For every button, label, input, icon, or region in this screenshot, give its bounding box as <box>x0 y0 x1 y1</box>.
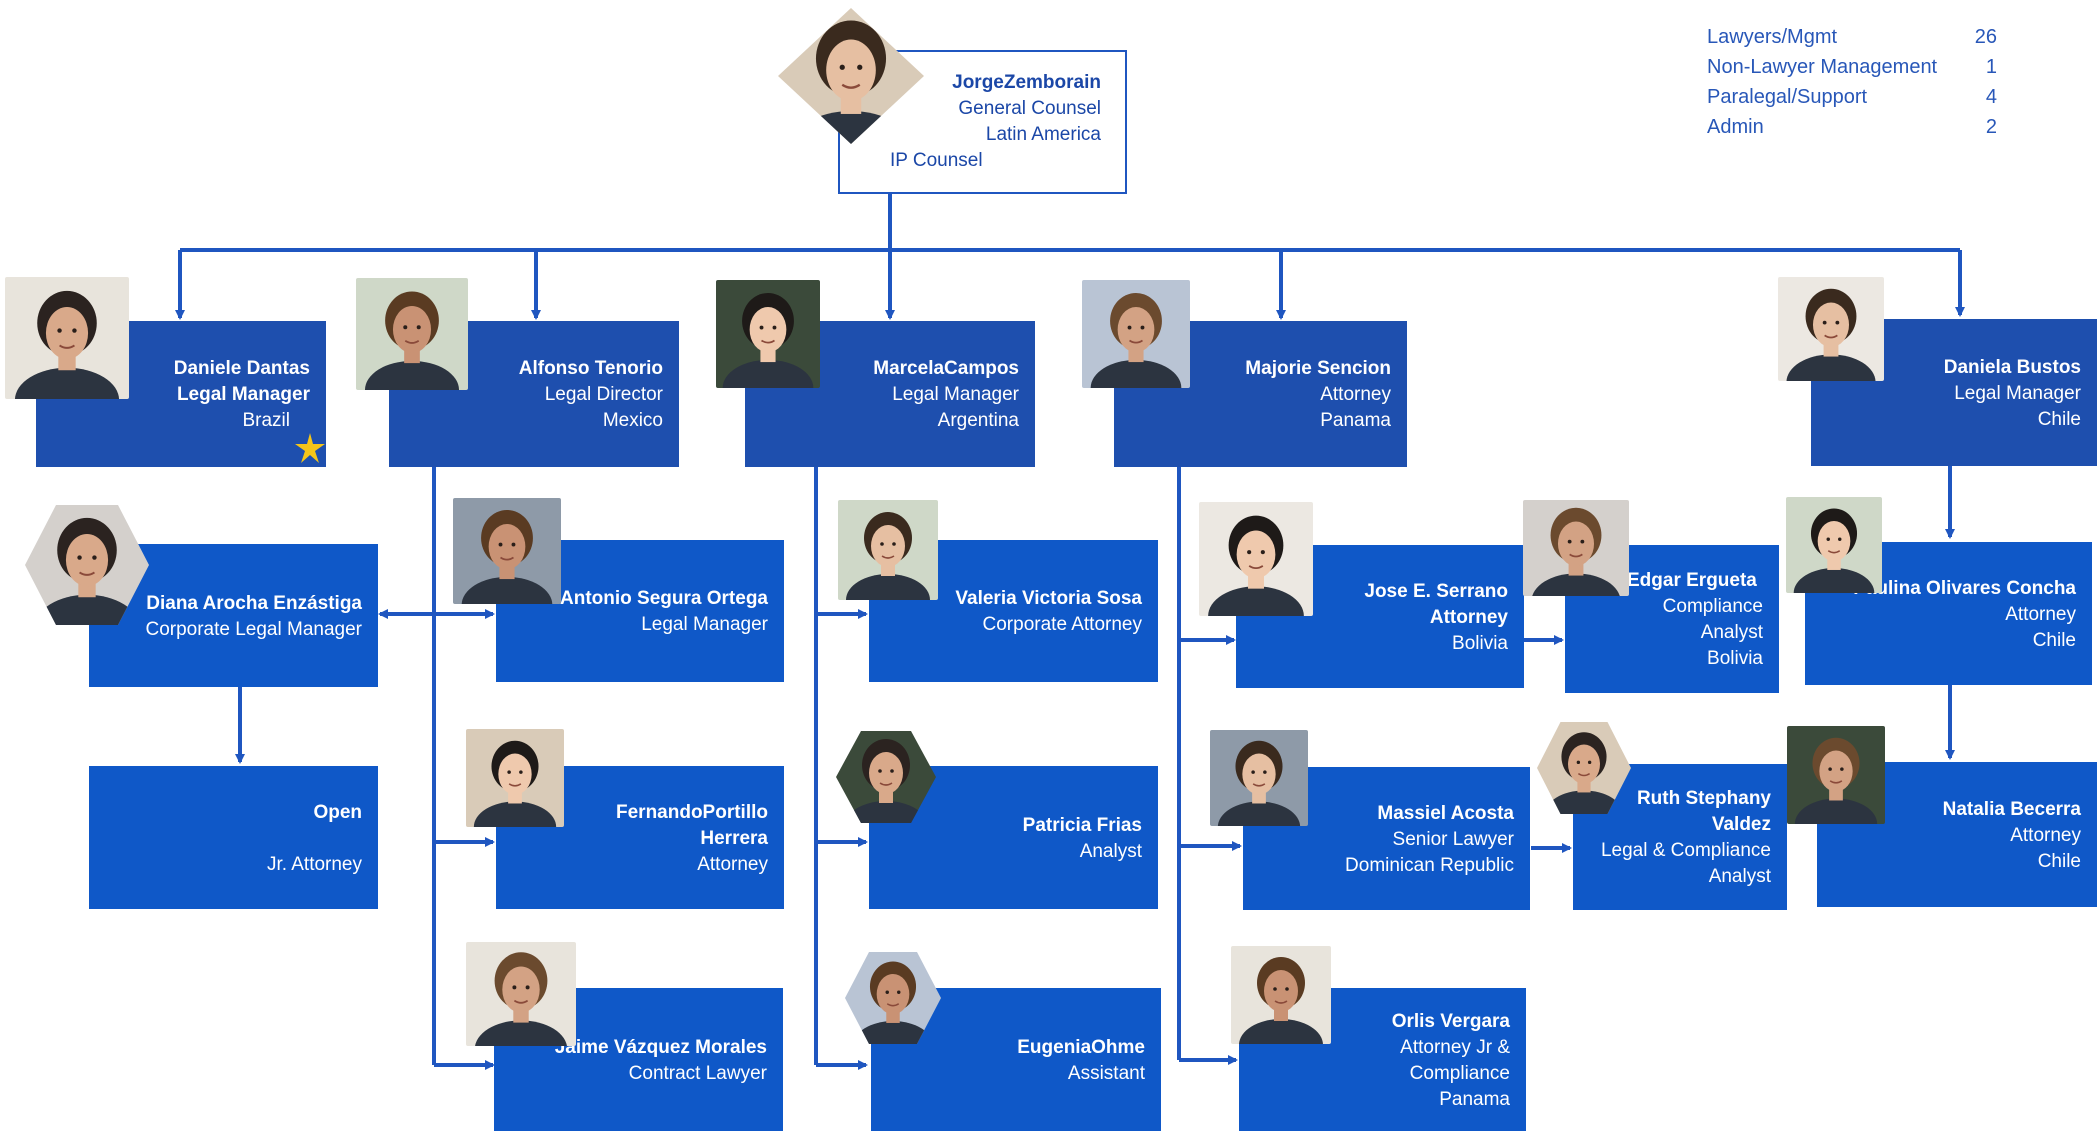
staff-card-patricia: Patricia Frias Analyst <box>869 766 1158 909</box>
person-title: Legal Manager <box>176 384 310 405</box>
person-title: Jr. Attorney <box>266 853 362 875</box>
person-title: Legal Manager <box>641 614 768 635</box>
person-title: Compliance <box>1409 1062 1510 1084</box>
profile-photo <box>716 280 820 388</box>
person-name: Valdez <box>1711 814 1771 835</box>
stat-value: 4 <box>1985 86 1997 108</box>
person-role: IP Counsel <box>890 150 983 171</box>
profile-photo <box>453 498 561 604</box>
person-region: Latin America <box>985 124 1101 145</box>
stat-label: Lawyers/Mgmt <box>1707 26 1838 48</box>
stat-row: Non-Lawyer Management 1 <box>1707 52 1997 82</box>
person-region: Panama <box>1320 410 1391 431</box>
stat-row: Admin 2 <box>1707 112 1997 142</box>
person-title: Legal Manager <box>892 384 1019 405</box>
star-icon <box>295 433 325 463</box>
person-name: Daniela Bustos <box>1943 356 2081 378</box>
person-region: Chile <box>2037 850 2081 872</box>
person-title: Senior Lawyer <box>1392 828 1514 850</box>
person-region: Argentina <box>937 410 1019 431</box>
stat-row: Lawyers/Mgmt 26 <box>1707 22 1997 52</box>
person-title: Legal Director <box>544 384 663 405</box>
profile-photo <box>25 505 149 625</box>
person-name: Diana Arocha Enzástiga <box>146 592 362 614</box>
stat-row: Paralegal/Support 4 <box>1707 82 1997 112</box>
headcount-summary: Lawyers/Mgmt 26 Non-Lawyer Management 1 Pa… <box>1707 22 1997 142</box>
person-region: Mexico <box>602 410 663 431</box>
person-name: Open <box>313 801 362 823</box>
person-title: Attorney <box>697 853 768 875</box>
person-name: Alfonso Tenorio <box>518 358 663 379</box>
person-region: Bolivia <box>1707 648 1763 669</box>
person-title: Assistant <box>1067 1062 1145 1084</box>
profile-photo <box>1523 500 1629 596</box>
person-name: Jose E. Serrano <box>1364 580 1508 602</box>
person-name: Herrera <box>700 827 768 849</box>
person-region: Chile <box>2032 629 2076 651</box>
profile-photo <box>838 500 938 600</box>
person-title: Corporate Legal Manager <box>145 618 362 640</box>
person-name: Paulina Olivares Concha <box>1853 577 2076 599</box>
profile-photo <box>1082 280 1190 388</box>
profile-photo <box>1210 730 1308 826</box>
staff-card-natalia: Natalia Becerra Attorney Chile <box>1817 762 2097 907</box>
person-title: Compliance <box>1662 596 1763 617</box>
profile-photo <box>356 278 468 390</box>
person-title: Attorney Jr & <box>1400 1036 1510 1058</box>
person-title: Corporate Attorney <box>982 614 1142 635</box>
person-name: Majorie Sencion <box>1245 358 1391 379</box>
person-region: Dominican Republic <box>1345 854 1514 876</box>
person-name: Daniele Dantas <box>173 358 310 379</box>
stat-value: 1 <box>1985 56 1997 78</box>
person-name: Jaime Vázquez Morales <box>554 1036 767 1058</box>
person-name: Orlis Vergara <box>1391 1010 1510 1032</box>
stat-label: Non-Lawyer Management <box>1707 56 1938 78</box>
profile-photo <box>1231 946 1331 1044</box>
person-name: Antonio Segura Ortega <box>560 588 768 609</box>
person-region: Panama <box>1439 1088 1510 1110</box>
person-region: Brazil <box>242 410 290 431</box>
profile-photo <box>466 942 576 1046</box>
person-title: General Counsel <box>958 98 1101 119</box>
profile-photo <box>836 731 936 823</box>
person-title: Analyst <box>1708 866 1771 887</box>
person-title: Analyst <box>1079 840 1142 862</box>
person-name: JorgeZemborain <box>952 72 1101 93</box>
person-title: Legal & Compliance <box>1600 840 1771 861</box>
person-name: Massiel Acosta <box>1377 802 1514 824</box>
stat-value: 26 <box>1974 26 1997 48</box>
person-name: EugeniaOhme <box>1017 1036 1145 1058</box>
person-title: Analyst <box>1700 622 1763 643</box>
person-name: Ruth Stephany <box>1636 788 1771 809</box>
person-title: Attorney <box>1429 606 1508 628</box>
person-title: Legal Manager <box>1954 382 2081 404</box>
profile-photo <box>1199 502 1313 616</box>
staff-card-valeria: Valeria Victoria Sosa Corporate Attorney <box>869 540 1158 682</box>
profile-photo <box>1786 497 1882 593</box>
person-region: Bolivia <box>1452 632 1508 654</box>
person-title: Attorney <box>2010 824 2081 846</box>
person-name: Valeria Victoria Sosa <box>955 588 1142 609</box>
stat-value: 2 <box>1985 116 1997 138</box>
profile-photo <box>1787 726 1885 824</box>
stat-label: Admin <box>1707 116 1764 138</box>
profile-photo <box>1778 277 1884 381</box>
person-title: Attorney <box>2005 603 2076 625</box>
person-name: FernandoPortillo <box>616 801 768 823</box>
profile-photo <box>466 729 564 827</box>
staff-card-eugenia: EugeniaOhme Assistant <box>871 988 1161 1131</box>
person-name: MarcelaCampos <box>873 358 1019 379</box>
staff-card-open-position: Open Jr. Attorney <box>89 766 378 909</box>
person-name: Edgar Ergueta <box>1627 570 1757 591</box>
person-title: Attorney <box>1320 384 1391 405</box>
profile-photo <box>5 277 129 399</box>
person-title: Contract Lawyer <box>628 1062 767 1084</box>
person-name: Patricia Frias <box>1022 814 1142 836</box>
person-region: Chile <box>2037 408 2081 430</box>
stat-label: Paralegal/Support <box>1707 86 1868 108</box>
person-name: Natalia Becerra <box>1942 798 2081 820</box>
manager-card-panama: Majorie Sencion Attorney Panama <box>1114 321 1407 467</box>
